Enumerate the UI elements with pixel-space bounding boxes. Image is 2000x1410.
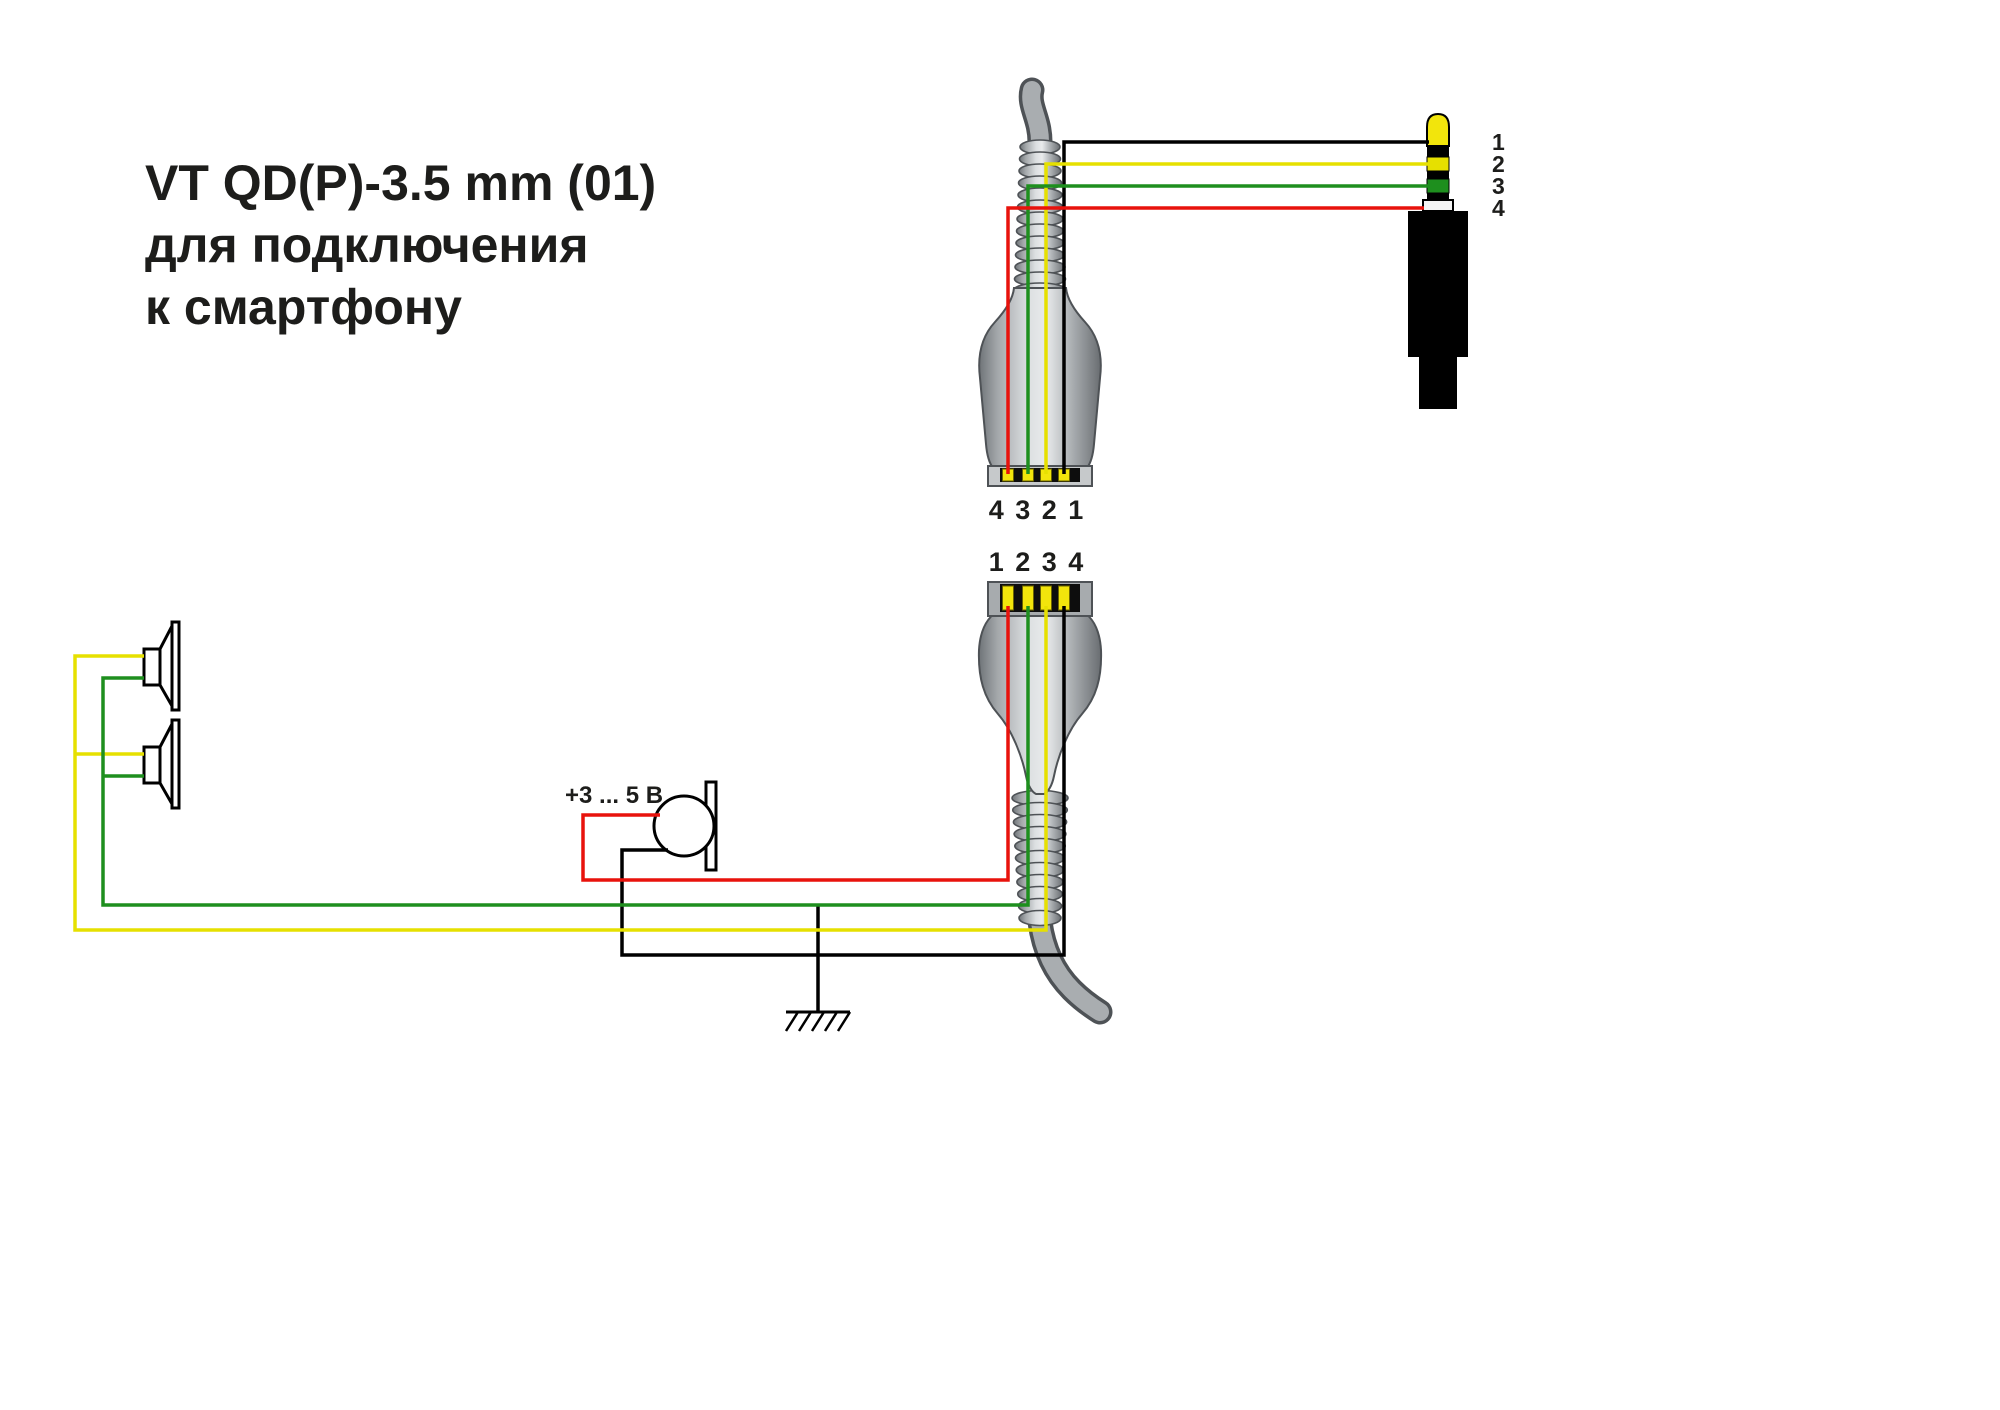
wire-green [101, 184, 1429, 907]
jack-ring-separator [1427, 171, 1449, 179]
microphone [652, 780, 718, 872]
wire-red-to-jack-pin-4 [1006, 206, 1424, 474]
speaker-2 [142, 718, 181, 810]
title-line-3: к смартфону [145, 279, 462, 335]
bottom-qd-body [977, 613, 1103, 795]
jack-band-yellow [1426, 156, 1450, 172]
wire-black [620, 140, 1429, 1012]
ground-symbol [784, 1010, 852, 1032]
wire-black-to-jack-pin-1 [1062, 140, 1429, 474]
bottom-qd-connector [977, 581, 1113, 1025]
top-qd-cable [1022, 81, 1049, 151]
top-qd-pin-label: 4 3 2 1 [989, 495, 1086, 525]
speaker-1-magnet [142, 647, 162, 687]
speaker-2-cone [158, 723, 174, 810]
wire-red-to-mic [581, 606, 1010, 882]
jack-body [1408, 211, 1468, 357]
jack-35mm [1408, 112, 1468, 409]
mic-capsule [652, 794, 716, 858]
qd-contacts [1002, 468, 1070, 611]
jack-sleeve-collar [1422, 199, 1454, 212]
wire-yellow-to-speaker-1 [73, 606, 1048, 932]
jack-band-green [1426, 178, 1450, 194]
jack-ring-separator [1427, 193, 1449, 200]
jack-pin-label-1: 1 [1492, 129, 1505, 155]
diagram-title: VT QD(P)-3.5 mm (01) для подключения к с… [145, 155, 656, 335]
jack-tip [1426, 112, 1450, 147]
ground-hatching [784, 1011, 852, 1032]
wire-green-to-jack-pin-3 [1026, 184, 1429, 474]
wire-black-to-mic [620, 606, 1066, 957]
jack-body-lower [1419, 357, 1457, 409]
wire-red [581, 206, 1424, 882]
bottom-qd-pin-label: 1 2 3 4 [989, 547, 1086, 577]
rib [1018, 909, 1062, 927]
speaker-2-magnet [142, 745, 162, 785]
mic-voltage-label: +3 ... 5 В [565, 782, 663, 809]
jack-pin-label-3: 3 [1492, 173, 1505, 199]
wire-yellow [73, 162, 1429, 932]
speaker-1-cone [158, 625, 174, 712]
speaker-2-diaphragm [170, 718, 181, 810]
wire-green-to-speaker-1 [101, 606, 1030, 907]
top-qd-body [978, 287, 1102, 469]
wire-yellow-to-jack-pin-2 [1044, 162, 1429, 474]
jack-ring-separator [1427, 146, 1449, 157]
jack-pin-labels: 1 2 3 4 [1492, 129, 1505, 221]
jack-pin-label-4: 4 [1492, 195, 1505, 221]
speaker-1-diaphragm [170, 620, 181, 712]
bottom-qd-cable [1031, 913, 1109, 1021]
top-qd-connector [978, 77, 1102, 487]
jack-pin-label-2: 2 [1492, 151, 1505, 177]
title-line-2: для подключения [145, 217, 589, 273]
title-line-1: VT QD(P)-3.5 mm (01) [145, 155, 656, 211]
speaker-1 [142, 620, 181, 712]
